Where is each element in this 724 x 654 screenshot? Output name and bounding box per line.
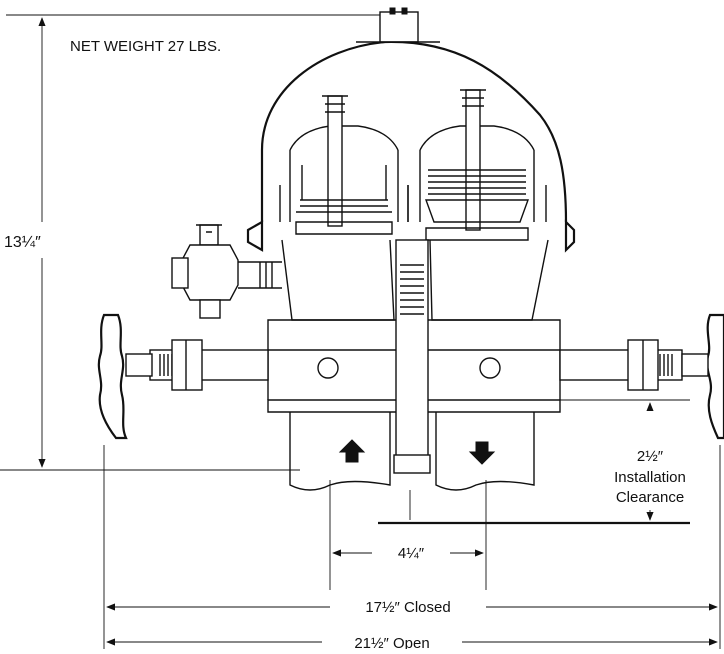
clearance-line1-label: Installation: [614, 469, 686, 486]
right-check-ball: [479, 357, 501, 379]
left-flange-clip: [246, 220, 264, 252]
outlet-flow-arrow: [468, 441, 496, 465]
side-control-valve: [171, 224, 282, 319]
valve-body: [267, 239, 561, 474]
height-dimension: [0, 14, 380, 471]
bottom-pipes: [289, 412, 535, 491]
right-handwheel: [706, 313, 724, 440]
pipe-spacing-label: 4¼″: [398, 545, 425, 562]
center-stem: [395, 239, 429, 473]
open-width-label: 21½″ Open: [354, 635, 429, 649]
right-flange-clip: [564, 219, 576, 253]
net-weight-label: NET WEIGHT 27 LBS.: [70, 38, 221, 55]
left-check-ball: [317, 357, 339, 379]
vent-cap: [379, 11, 419, 43]
right-handwheel-hub: [681, 353, 709, 377]
height-dimension-label: 13¼″: [4, 234, 41, 251]
dome-cover: [260, 7, 568, 223]
right-piston-chamber: [407, 89, 547, 241]
bottom-dimensions: [103, 445, 721, 649]
clearance-value-label: 2½″: [637, 448, 664, 465]
left-shaft: [149, 339, 269, 391]
drain-nut: [393, 454, 431, 474]
closed-width-label: 17½″ Closed: [365, 599, 450, 616]
clearance-line2-label: Clearance: [616, 489, 684, 506]
inlet-flow-arrow: [338, 439, 366, 463]
left-handwheel: [97, 313, 128, 440]
clearance-dimension: [378, 399, 690, 525]
left-handwheel-hub: [125, 353, 153, 377]
left-piston-chamber: [279, 95, 409, 235]
right-shaft: [559, 339, 683, 391]
